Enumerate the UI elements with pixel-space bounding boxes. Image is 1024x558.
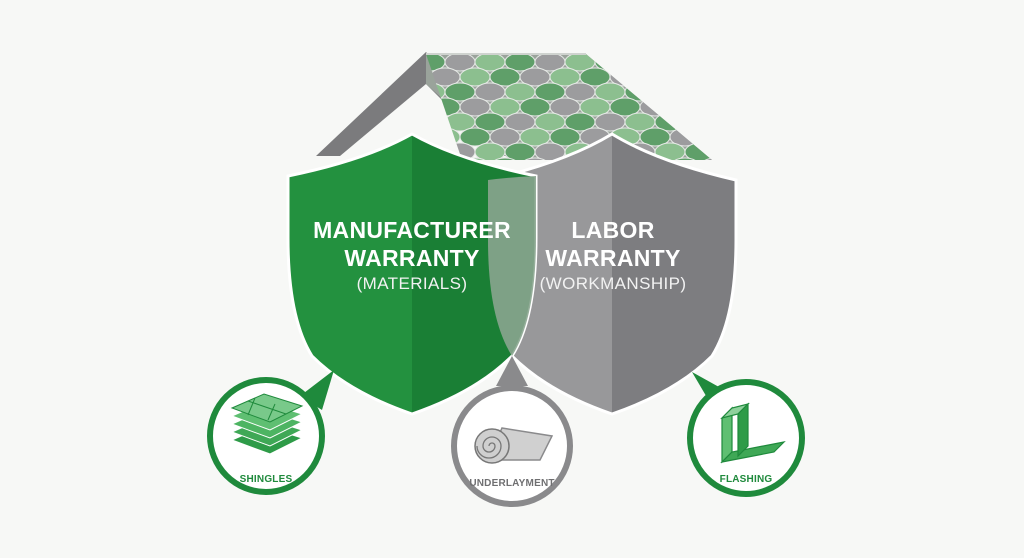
- roof-shingle-tile: [669, 157, 701, 160]
- flashing-label: FLASHING: [719, 474, 773, 485]
- roof-shingle-tile: [699, 127, 712, 147]
- roof-shingle-tile: [699, 67, 712, 87]
- roof-shingle-tile: [684, 82, 712, 102]
- underlayment-pointer: [496, 356, 528, 386]
- roof-shingle-tile: [426, 112, 446, 132]
- roof-shingle-tile: [639, 67, 671, 87]
- roof-shingle-tile: [624, 54, 656, 72]
- roof-frame: [316, 52, 520, 156]
- flashing-icon: [720, 402, 786, 464]
- roof-shingle-tile: [429, 127, 461, 147]
- underlayment-roll-icon: [474, 427, 554, 464]
- component-shingles: [207, 370, 334, 495]
- manufacturer-shield-left-half: [288, 134, 412, 414]
- component-underlayment: [451, 356, 573, 507]
- roof-shingle-tile: [385, 113, 415, 131]
- roof-shingle-tile: [669, 97, 701, 117]
- roof-shingle-tile: [519, 157, 551, 160]
- roof-shingle-tile: [654, 82, 686, 102]
- roof-shingle-tile: [684, 112, 712, 132]
- shingles-stack-icon: [230, 393, 304, 455]
- roof-shingle-tile: [669, 67, 701, 87]
- roof-shingle-tile: [684, 54, 712, 72]
- roof-shingle-tile: [699, 97, 712, 117]
- roof-shingle-tile: [459, 157, 491, 160]
- shingles-label: SHINGLES: [239, 474, 293, 485]
- shield-overlap: [488, 176, 536, 356]
- roof-shingle-tile: [654, 54, 686, 72]
- component-flashing: [687, 372, 805, 497]
- labor-shield-right-half: [612, 134, 736, 414]
- underlayment-label: UNDERLAYMENT: [469, 478, 555, 489]
- roof-shingle-tile: [489, 157, 521, 160]
